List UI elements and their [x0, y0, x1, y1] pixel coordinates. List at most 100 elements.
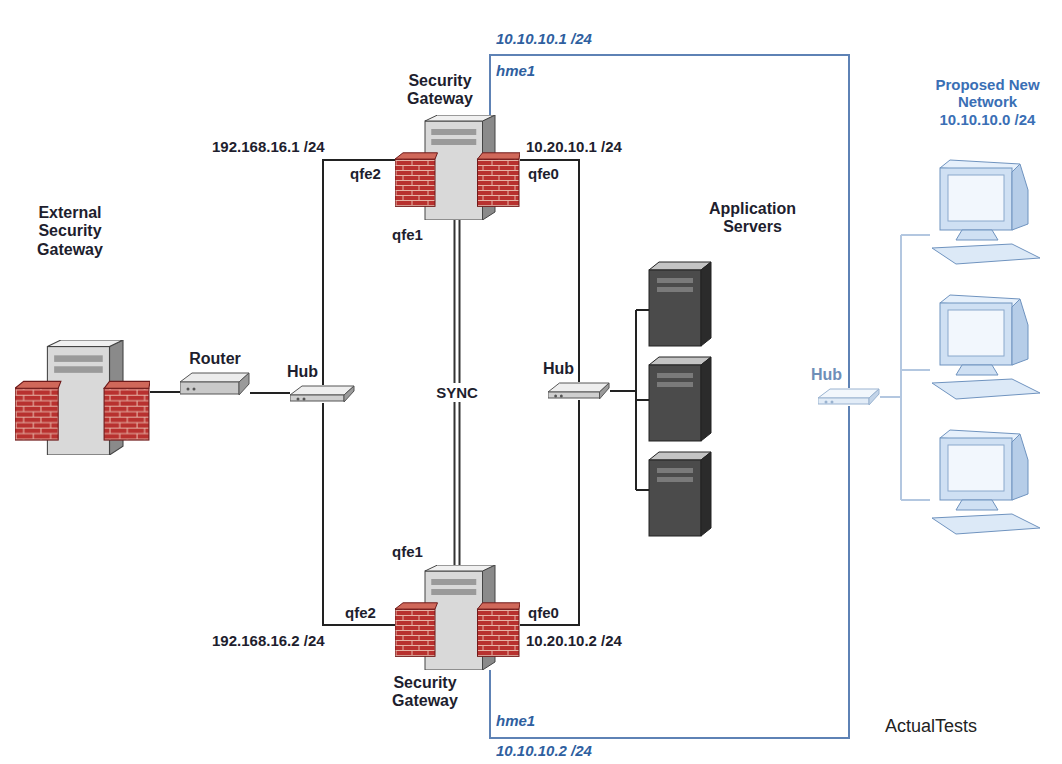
icon-shape — [395, 159, 435, 206]
icon-shape — [180, 382, 239, 394]
icon-shape — [932, 514, 1040, 534]
icon-shape — [554, 395, 557, 398]
interface-label: qfe1 — [392, 543, 423, 560]
device-illustration — [395, 115, 520, 220]
interface-label: hme1 — [496, 62, 535, 79]
network-link — [880, 397, 900, 398]
icon-shape — [303, 398, 306, 401]
icon-shape — [187, 388, 190, 391]
icon-shape — [649, 270, 701, 346]
router-icon: Router — [180, 372, 250, 396]
icon-shape — [956, 365, 998, 375]
icon-shape — [701, 262, 711, 346]
cable-line — [520, 400, 579, 625]
device-label: Router — [183, 350, 247, 368]
icon-shape — [657, 382, 693, 387]
icon-shape — [395, 603, 438, 609]
network-link — [490, 406, 849, 738]
icon-shape — [956, 500, 998, 510]
icon-shape — [193, 388, 196, 391]
device-label: Security Gateway — [385, 674, 465, 711]
icon-shape — [825, 401, 828, 404]
interface-label: hme1 — [496, 712, 535, 729]
link-label: SYNC — [433, 383, 481, 402]
icon-shape — [560, 395, 563, 398]
icon-shape — [649, 365, 701, 441]
hub-icon: Hub — [290, 385, 355, 403]
interface-label: 192.168.16.2 /24 — [212, 632, 325, 649]
device-label: External Security Gateway — [25, 204, 115, 259]
icon-shape — [54, 355, 103, 362]
device-label: Hub — [532, 360, 574, 378]
interface-label: 10.20.10.2 /24 — [526, 632, 622, 649]
icon-shape — [425, 115, 495, 121]
interface-label: 10.10.10.2 /24 — [496, 742, 592, 759]
security-gateway-icon: Security Gateway — [395, 115, 520, 220]
network-link — [520, 400, 579, 625]
icon-shape — [548, 383, 609, 392]
icon-shape — [940, 438, 1012, 500]
icon-shape — [948, 175, 1004, 221]
network-link — [323, 403, 395, 625]
icon-shape — [425, 565, 495, 571]
icon-shape — [869, 389, 879, 405]
icon-shape — [431, 589, 476, 595]
icon-shape — [15, 381, 61, 388]
icon-shape — [395, 609, 435, 656]
watermark: ActualTests — [885, 716, 977, 737]
icon-shape — [478, 603, 521, 609]
cable-line — [150, 391, 180, 393]
icon-shape — [932, 379, 1040, 399]
device-illustration — [290, 385, 355, 403]
icon-shape — [395, 153, 438, 159]
cable-line — [323, 160, 395, 385]
icon-shape — [478, 159, 520, 206]
icon-shape — [431, 129, 476, 135]
device-illustration — [180, 372, 250, 396]
icon-shape — [548, 392, 600, 398]
hub-icon: Hub — [818, 388, 880, 406]
icon-shape — [831, 401, 834, 404]
icon-shape — [54, 366, 103, 373]
icon-shape — [239, 373, 249, 395]
icon-shape — [290, 386, 354, 395]
interface-label: 192.168.16.1 /24 — [212, 138, 325, 155]
icon-shape — [657, 287, 693, 292]
device-illustration — [635, 250, 715, 545]
icon-shape — [1012, 434, 1028, 500]
icon-shape — [297, 398, 300, 401]
icon-shape — [344, 386, 354, 402]
network-link — [150, 392, 180, 393]
icon-shape — [657, 373, 693, 378]
icon-shape — [701, 357, 711, 441]
network-link — [610, 391, 635, 392]
icon-shape — [940, 168, 1012, 230]
icon-shape — [104, 381, 150, 388]
device-label: Hub — [800, 366, 842, 384]
icon-shape — [948, 310, 1004, 356]
icon-shape — [104, 388, 149, 440]
icon-shape — [649, 460, 701, 536]
security-gateway-icon: External Security Gateway — [15, 340, 150, 455]
icon-shape — [1012, 164, 1028, 230]
device-illustration — [548, 382, 610, 400]
interface-label: qfe2 — [350, 165, 381, 182]
icon-shape — [657, 477, 693, 482]
cable-line — [250, 392, 290, 394]
device-label: Application Servers — [700, 200, 805, 237]
icon-shape — [290, 395, 344, 401]
device-label: Hub — [276, 363, 318, 381]
icon-shape — [431, 579, 476, 585]
icon-shape — [636, 310, 649, 490]
icon-shape — [956, 230, 998, 240]
icon-shape — [180, 373, 249, 382]
server-group: Application Servers — [635, 250, 715, 545]
cable-line — [520, 160, 579, 382]
icon-shape — [932, 244, 1040, 264]
device-illustration — [900, 140, 1050, 560]
cable-line — [490, 55, 849, 388]
network-link — [520, 160, 579, 382]
icon-shape — [657, 278, 693, 283]
security-gateway-icon: Security Gateway — [395, 565, 520, 670]
